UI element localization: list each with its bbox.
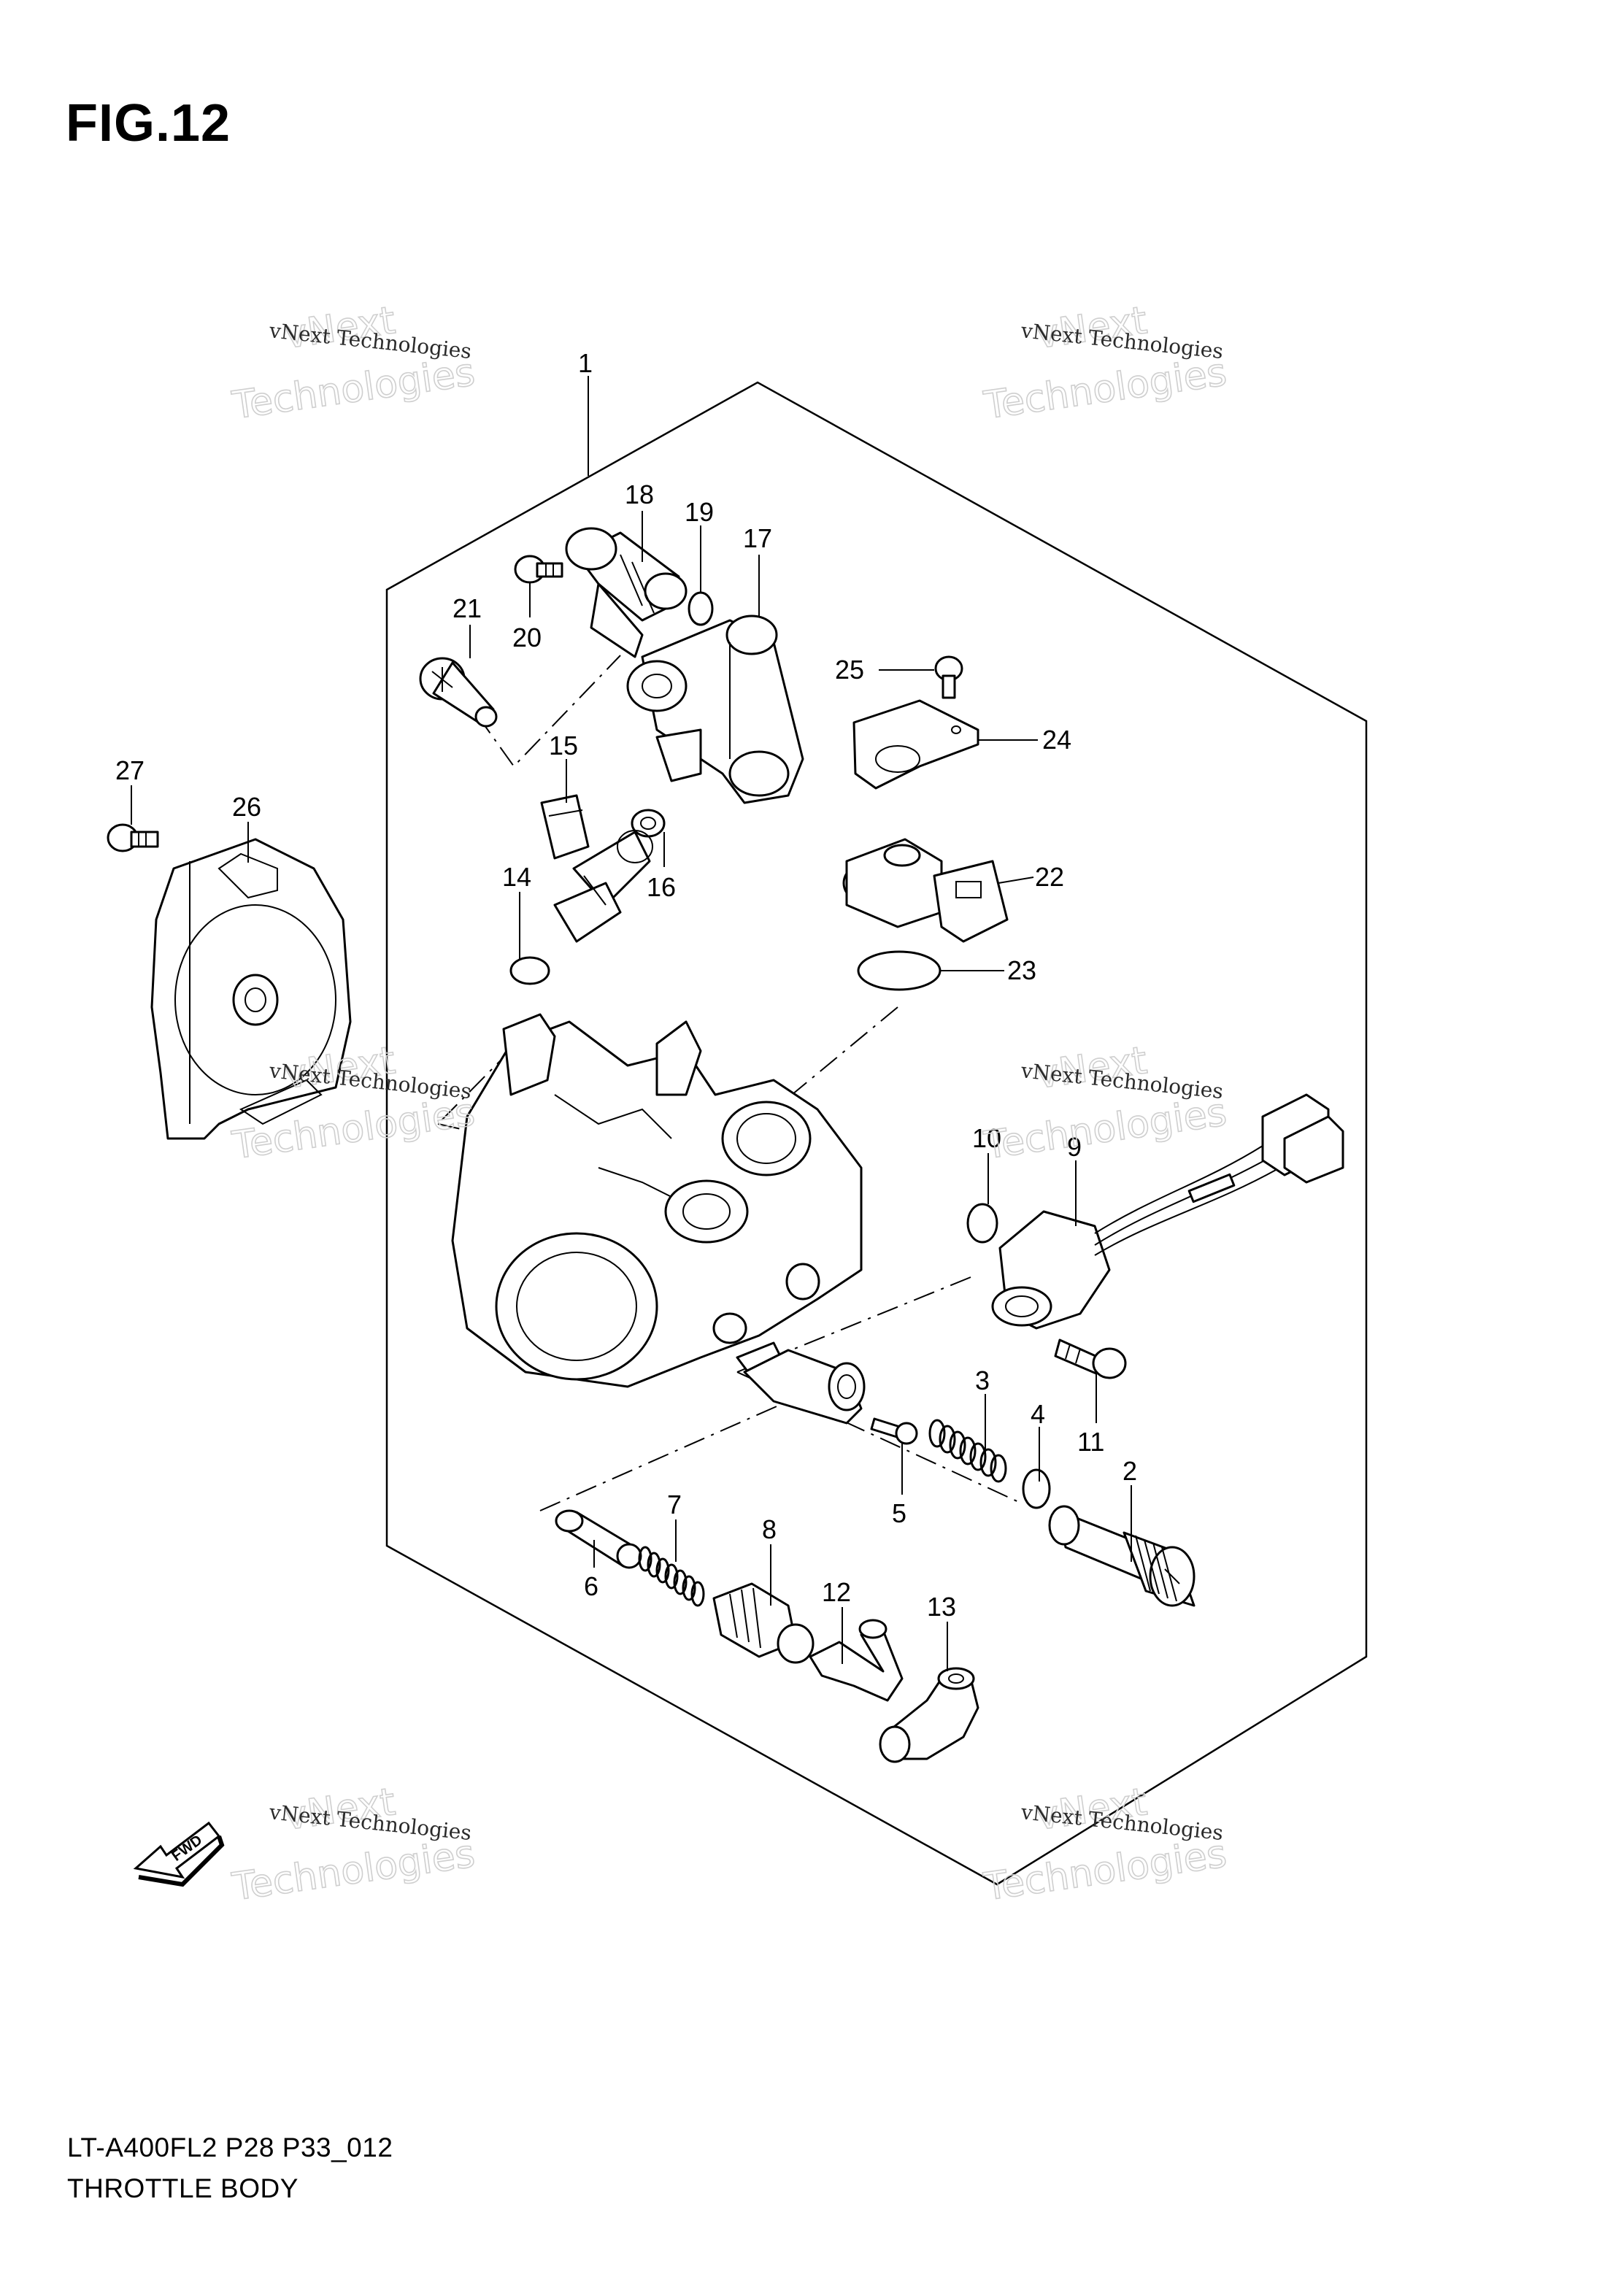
figure-title: FIG.12 (66, 94, 231, 153)
part-12-hose (809, 1619, 904, 1702)
callout-7: 7 (667, 1490, 682, 1519)
callout-18: 18 (625, 479, 654, 509)
callout-12: 12 (822, 1577, 851, 1607)
part-3-spring (928, 1419, 1007, 1483)
callout-5: 5 (892, 1498, 906, 1528)
watermark-top-left: vNext Technologies vNext Technologies (228, 298, 478, 428)
part-24-bracket (852, 699, 979, 790)
callout-11: 11 (1077, 1427, 1104, 1457)
callout-24: 24 (1042, 725, 1071, 755)
callout-4: 4 (1031, 1399, 1045, 1429)
part-9-tps-sensor (991, 1093, 1344, 1330)
part-4-o-ring (1022, 1468, 1051, 1509)
part-17-fuel-pipe (626, 615, 804, 804)
callout-15: 15 (549, 731, 578, 760)
part-27-screw (107, 823, 159, 852)
part-7-spring (638, 1546, 705, 1607)
watermark-top-right: vNext Technologies vNext Technologies (980, 298, 1230, 428)
part-11-screw (1054, 1338, 1127, 1379)
part-21-cap (419, 657, 498, 728)
callout-2: 2 (1123, 1456, 1137, 1486)
callout-21: 21 (453, 593, 482, 623)
injector-body (553, 830, 653, 943)
callout-23: 23 (1007, 955, 1036, 985)
callout-14: 14 (502, 862, 531, 892)
part-18-holder (565, 527, 688, 658)
callout-10: 10 (972, 1123, 1001, 1153)
callout-3: 3 (975, 1365, 990, 1395)
part-19-o-ring (688, 591, 714, 626)
part-10-o-ring (966, 1203, 998, 1244)
callout-17: 17 (743, 523, 772, 553)
watermark-large-word: Technologies (229, 1832, 477, 1909)
watermark-large-word: Technologies (981, 1090, 1229, 1168)
watermark-large-word: Technologies (229, 350, 477, 428)
callout-numbers: 1 2 3 4 5 6 7 8 9 10 11 12 13 14 15 16 1… (115, 348, 1137, 1622)
callout-9: 9 (1067, 1132, 1082, 1162)
callout-19: 19 (685, 497, 714, 527)
part-16-injector-seal (631, 809, 666, 838)
callout-27: 27 (115, 755, 145, 785)
part-5-screw (870, 1417, 918, 1445)
part-8-nut (712, 1582, 815, 1664)
part-22-sensor (842, 838, 1009, 943)
watermark-bottom-right: vNext Technologies vNext Technologies (980, 1779, 1230, 1910)
watermark-bottom-left: vNext Technologies vNext Technologies (228, 1779, 478, 1910)
throttle-body-casting (451, 1013, 863, 1388)
callout-1: 1 (578, 348, 593, 378)
leader-lines (131, 376, 1132, 1671)
diagram-code: LT-A400FL2 P28 P33_012 (67, 2133, 393, 2162)
part-6-plunger (555, 1509, 642, 1569)
part-13-elbow (879, 1667, 979, 1763)
part-25-screw (934, 655, 963, 699)
callout-26: 26 (232, 792, 261, 822)
part-26-cover (150, 838, 352, 1140)
callout-13: 13 (927, 1592, 956, 1622)
watermark-mid-right: vNext Technologies vNext Technologies (980, 1038, 1230, 1168)
part-15-connector (540, 794, 590, 860)
fwd-arrow-icon: FWD (133, 1821, 225, 1887)
part-14-o-ring (509, 956, 550, 985)
part-2-adjust-screw (1048, 1505, 1195, 1607)
part-23-o-ring (857, 950, 942, 991)
callout-16: 16 (647, 872, 676, 902)
callout-25: 25 (835, 655, 864, 685)
callout-22: 22 (1035, 862, 1064, 892)
callout-6: 6 (584, 1571, 598, 1601)
assembly-outline (385, 381, 1368, 1886)
diagram-name: THROTTLE BODY (67, 2173, 299, 2203)
adjuster-bore (743, 1349, 866, 1425)
callout-20: 20 (512, 623, 542, 652)
watermark-large-word: Technologies (981, 1832, 1229, 1909)
watermark-large-word: Technologies (981, 350, 1229, 428)
part-20-screw (514, 555, 563, 584)
callout-8: 8 (762, 1514, 777, 1544)
